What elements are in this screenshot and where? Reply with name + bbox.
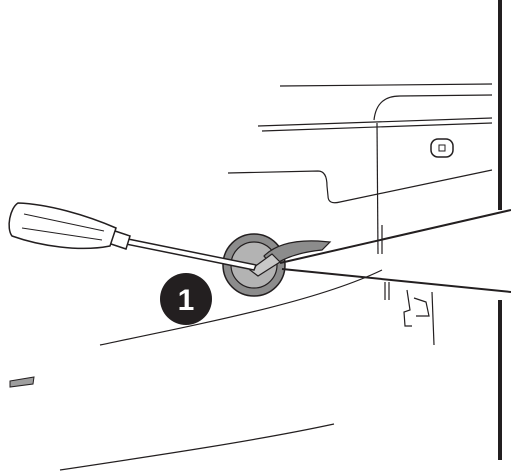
screwdriver-icon (8, 202, 258, 271)
indicator-led (9, 376, 35, 388)
zoom-leader-lines (279, 209, 511, 293)
callout-circle (160, 273, 212, 325)
machine-body-lines (59, 83, 493, 471)
latch-bracket (384, 282, 435, 346)
callout-number: 1 (178, 284, 195, 317)
power-button-icon (430, 138, 454, 158)
callout-badge: 1 (160, 273, 212, 325)
